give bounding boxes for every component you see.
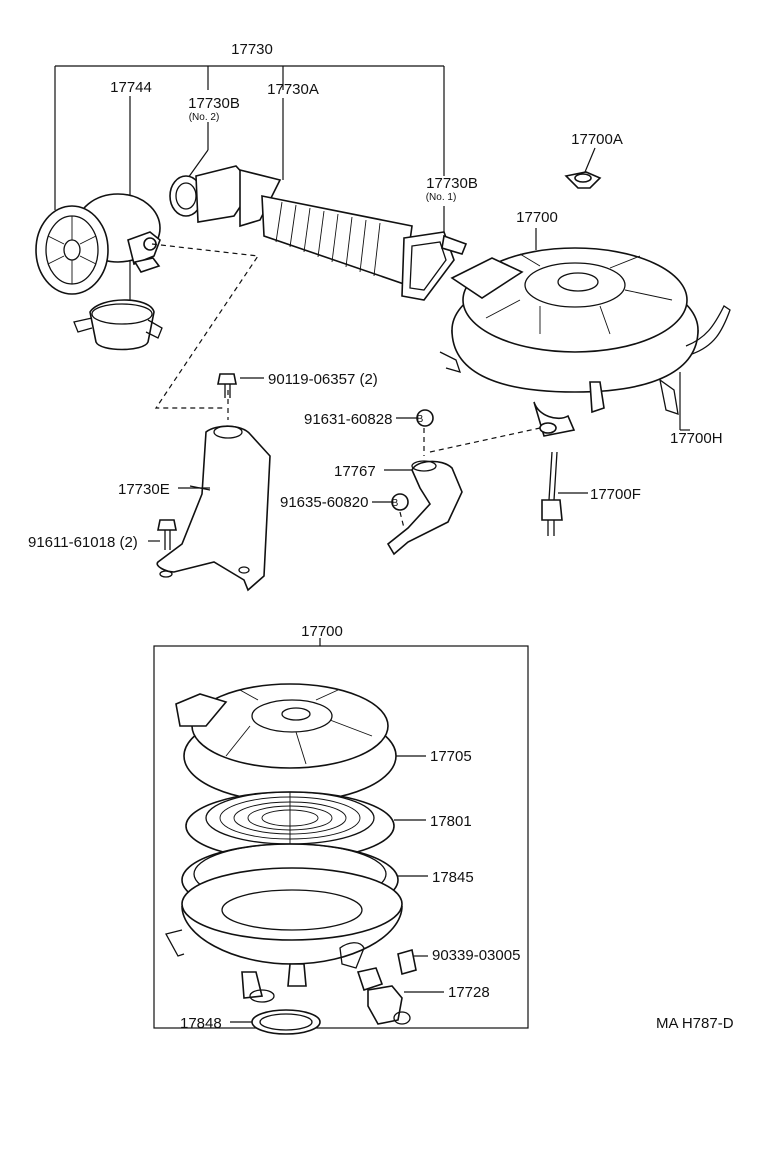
gasket-17848 (230, 1009, 321, 1035)
label-17700-top: 17700 (516, 209, 558, 226)
badge-b-2: B (392, 498, 399, 509)
bolt-90119-06357 (217, 373, 264, 398)
label-17730e: 17730E (118, 481, 170, 498)
label-17705: 17705 (430, 748, 472, 765)
label-17845: 17845 (432, 869, 474, 886)
dashed-leaders (151, 243, 541, 529)
label-17730a: 17730A (267, 81, 319, 98)
diagram-code: MA H787-D (656, 1015, 734, 1032)
stud-17700f (541, 451, 588, 536)
clamp-ring (73, 299, 163, 351)
air-cleaner-17700 (439, 228, 731, 437)
label-17700f: 17700F (590, 486, 641, 503)
label-17730b-no1: 17730B (426, 175, 478, 192)
air-cap-17744 (35, 193, 161, 295)
valve-17728 (356, 967, 444, 1025)
label-17801: 17801 (430, 813, 472, 830)
label-17728: 17728 (448, 984, 490, 1001)
label-17730b-no1-sub: (No. 1) (426, 192, 457, 203)
pin-90339 (397, 948, 428, 976)
cover-17705 (175, 683, 426, 803)
label-91635-60820: 91635-60820 (280, 494, 368, 511)
label-17848: 17848 (180, 1015, 222, 1032)
labels: 17730 17744 17730B (No. 2) 17730A 17700A… (28, 41, 734, 1032)
label-90119-06357: 90119-06357 (2) (268, 371, 378, 388)
label-90339-03005: 90339-03005 (432, 947, 520, 964)
exploded-box-frame (153, 638, 529, 1029)
label-91631-60828: 91631-60828 (304, 411, 392, 428)
badge-b-1: B (417, 414, 424, 425)
bolt-91611-61018 (148, 519, 177, 550)
label-17700a: 17700A (571, 131, 623, 148)
bracket-17730e (156, 425, 271, 592)
label-91611-61018: 91611-61018 (2) (28, 534, 138, 551)
label-17730b-no2-sub: (No. 2) (189, 112, 220, 123)
assembly-leader (54, 65, 445, 300)
hose-17730a (169, 165, 468, 301)
label-17700h: 17700H (670, 430, 723, 447)
label-17744: 17744 (110, 79, 152, 96)
label-17730: 17730 (231, 41, 273, 58)
label-17700-box: 17700 (301, 623, 343, 640)
label-17767: 17767 (334, 463, 376, 480)
bolt-b-badges (372, 409, 434, 511)
wing-nut-17700a (564, 147, 602, 189)
label-17730b-no2: 17730B (188, 95, 240, 112)
bracket-17767 (384, 460, 463, 556)
case-bottom (165, 867, 403, 1003)
